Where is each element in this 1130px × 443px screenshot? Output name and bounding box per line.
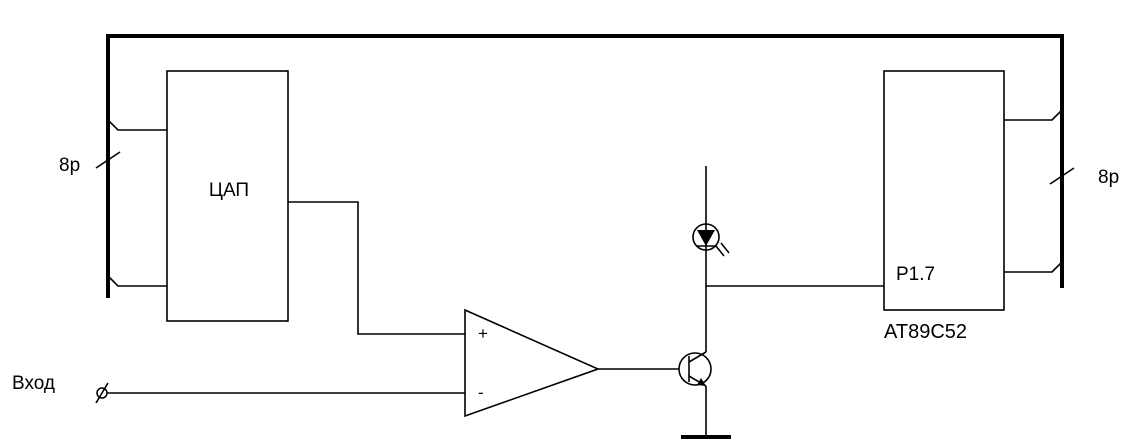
dac-label: ЦАП <box>209 180 249 201</box>
dac-output-wire <box>288 201 465 335</box>
mcu-pin-label: P1.7 <box>896 264 935 285</box>
data-bus <box>106 34 1064 298</box>
op-amp-minus-label: - <box>478 383 484 402</box>
bus-width-label-right: 8р <box>1098 167 1119 188</box>
bus-width-tick-right <box>1049 167 1075 185</box>
mcu-block: P1.7 <box>883 70 1005 311</box>
bus-width-label-left: 8р <box>59 155 80 176</box>
bus-width-tick-left <box>95 151 121 169</box>
dac-block: ЦАП <box>166 70 289 322</box>
op-amp: + - <box>464 308 601 418</box>
npn-transistor-icon <box>678 351 712 387</box>
bus-taps-right <box>1004 109 1075 273</box>
input-terminal <box>95 382 465 404</box>
led-icon <box>692 223 730 257</box>
bus-taps-left <box>95 119 167 287</box>
input-label: Вход <box>12 373 55 394</box>
op-amp-plus-label: + <box>478 324 488 343</box>
mcu-name-label: AT89C52 <box>884 321 967 343</box>
